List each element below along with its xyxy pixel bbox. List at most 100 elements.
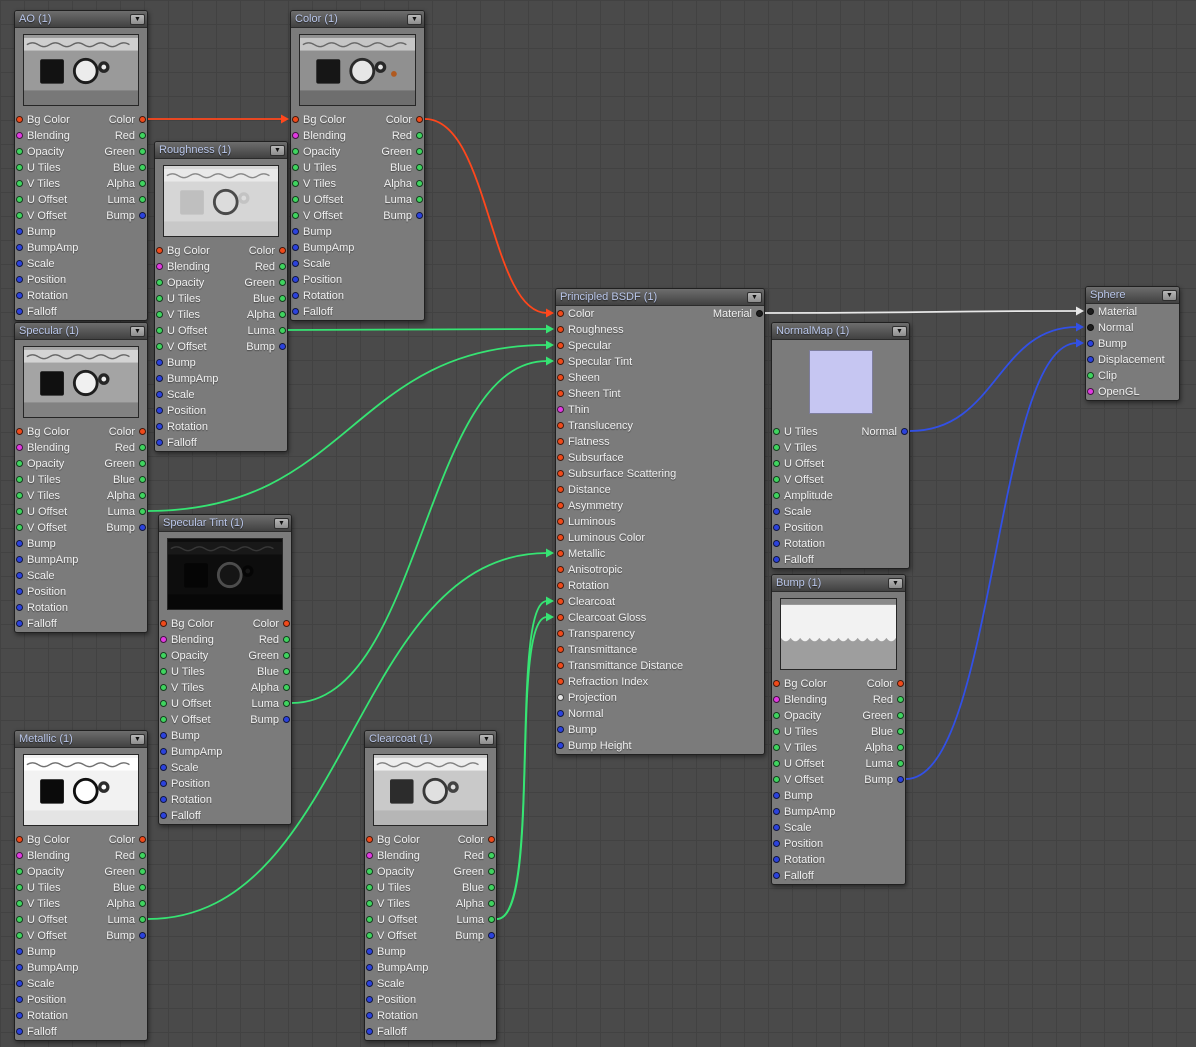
node-header[interactable]: Sphere▼ [1086, 287, 1179, 304]
blending-input-port[interactable] [16, 443, 23, 451]
v-offset-input-port[interactable] [160, 715, 167, 723]
bump-output-port[interactable] [139, 211, 146, 219]
wire-speculartint-luma-to-bsdf-speculartint[interactable] [291, 360, 548, 704]
blending-input-port[interactable] [366, 851, 373, 859]
luma-output-port[interactable] [139, 915, 146, 923]
wire-roughness-luma-to-bsdf-roughness[interactable] [287, 328, 548, 331]
bump-input-port[interactable] [156, 358, 163, 366]
luma-output-port[interactable] [139, 195, 146, 203]
alpha-output-port[interactable] [488, 899, 495, 907]
wire-specular-luma-to-bsdf-specular[interactable] [147, 344, 548, 512]
opacity-input-port[interactable] [292, 147, 299, 155]
bg-color-input-port[interactable] [16, 115, 23, 123]
bump-output-port[interactable] [897, 775, 904, 783]
metallic-input-port[interactable] [557, 549, 564, 557]
rotation-input-port[interactable] [292, 291, 299, 299]
blue-output-port[interactable] [139, 883, 146, 891]
color-input-port[interactable] [557, 309, 564, 317]
wire-clearcoat-luma-to-bsdf-clearcoat[interactable] [496, 600, 548, 920]
blue-output-port[interactable] [897, 727, 904, 735]
thin-input-port[interactable] [557, 405, 564, 413]
falloff-input-port[interactable] [16, 1027, 23, 1035]
rotation-input-port[interactable] [16, 603, 23, 611]
transparency-input-port[interactable] [557, 629, 564, 637]
position-input-port[interactable] [16, 275, 23, 283]
bumpamp-input-port[interactable] [16, 243, 23, 251]
v-offset-input-port[interactable] [156, 342, 163, 350]
u-offset-input-port[interactable] [292, 195, 299, 203]
node-header[interactable]: AO (1)▼ [15, 11, 147, 28]
u-tiles-input-port[interactable] [16, 163, 23, 171]
falloff-input-port[interactable] [160, 811, 167, 819]
falloff-input-port[interactable] [773, 555, 780, 563]
green-output-port[interactable] [279, 278, 286, 286]
red-output-port[interactable] [139, 851, 146, 859]
rotation-input-port[interactable] [156, 422, 163, 430]
bg-color-input-port[interactable] [156, 246, 163, 254]
opengl-input-port[interactable] [1087, 387, 1094, 395]
position-input-port[interactable] [16, 995, 23, 1003]
node-header[interactable]: NormalMap (1)▼ [772, 323, 909, 340]
v-offset-input-port[interactable] [292, 211, 299, 219]
bump-input-port[interactable] [292, 227, 299, 235]
red-output-port[interactable] [279, 262, 286, 270]
clearcoat-input-port[interactable] [557, 597, 564, 605]
color-output-port[interactable] [139, 835, 146, 843]
u-offset-input-port[interactable] [160, 699, 167, 707]
falloff-input-port[interactable] [773, 871, 780, 879]
position-input-port[interactable] [773, 839, 780, 847]
u-offset-input-port[interactable] [16, 507, 23, 515]
u-tiles-input-port[interactable] [156, 294, 163, 302]
bump-output-port[interactable] [416, 211, 423, 219]
color-output-port[interactable] [897, 679, 904, 687]
bump-output-port[interactable] [139, 523, 146, 531]
scale-input-port[interactable] [366, 979, 373, 987]
wire-metallic-luma-to-bsdf-metallic[interactable] [147, 552, 548, 920]
u-offset-input-port[interactable] [16, 195, 23, 203]
red-output-port[interactable] [488, 851, 495, 859]
anisotropic-input-port[interactable] [557, 565, 564, 573]
bump-output-port[interactable] [283, 715, 290, 723]
roughness-input-port[interactable] [557, 325, 564, 333]
node-header[interactable]: Color (1)▼ [291, 11, 424, 28]
bg-color-input-port[interactable] [160, 619, 167, 627]
green-output-port[interactable] [139, 147, 146, 155]
color-output-port[interactable] [416, 115, 423, 123]
bg-color-input-port[interactable] [773, 679, 780, 687]
u-offset-input-port[interactable] [366, 915, 373, 923]
falloff-input-port[interactable] [16, 619, 23, 627]
opacity-input-port[interactable] [16, 147, 23, 155]
bump-input-port[interactable] [773, 791, 780, 799]
scale-input-port[interactable] [156, 390, 163, 398]
color-output-port[interactable] [139, 427, 146, 435]
u-offset-input-port[interactable] [773, 759, 780, 767]
collapse-button[interactable]: ▼ [892, 325, 907, 337]
scale-input-port[interactable] [773, 507, 780, 515]
transmittance-distance-input-port[interactable] [557, 661, 564, 669]
color-output-port[interactable] [139, 115, 146, 123]
v-tiles-input-port[interactable] [773, 743, 780, 751]
displacement-input-port[interactable] [1087, 355, 1094, 363]
bg-color-input-port[interactable] [16, 835, 23, 843]
opacity-input-port[interactable] [160, 651, 167, 659]
bumpamp-input-port[interactable] [773, 807, 780, 815]
luminous-color-input-port[interactable] [557, 533, 564, 541]
collapse-button[interactable]: ▼ [270, 144, 285, 156]
bg-color-input-port[interactable] [16, 427, 23, 435]
clip-input-port[interactable] [1087, 371, 1094, 379]
asymmetry-input-port[interactable] [557, 501, 564, 509]
sheen-tint-input-port[interactable] [557, 389, 564, 397]
material-input-port[interactable] [1087, 307, 1094, 315]
scale-input-port[interactable] [773, 823, 780, 831]
bump-output-port[interactable] [488, 931, 495, 939]
amplitude-input-port[interactable] [773, 491, 780, 499]
bumpamp-input-port[interactable] [292, 243, 299, 251]
v-tiles-input-port[interactable] [773, 443, 780, 451]
u-tiles-input-port[interactable] [160, 667, 167, 675]
position-input-port[interactable] [366, 995, 373, 1003]
v-offset-input-port[interactable] [16, 211, 23, 219]
